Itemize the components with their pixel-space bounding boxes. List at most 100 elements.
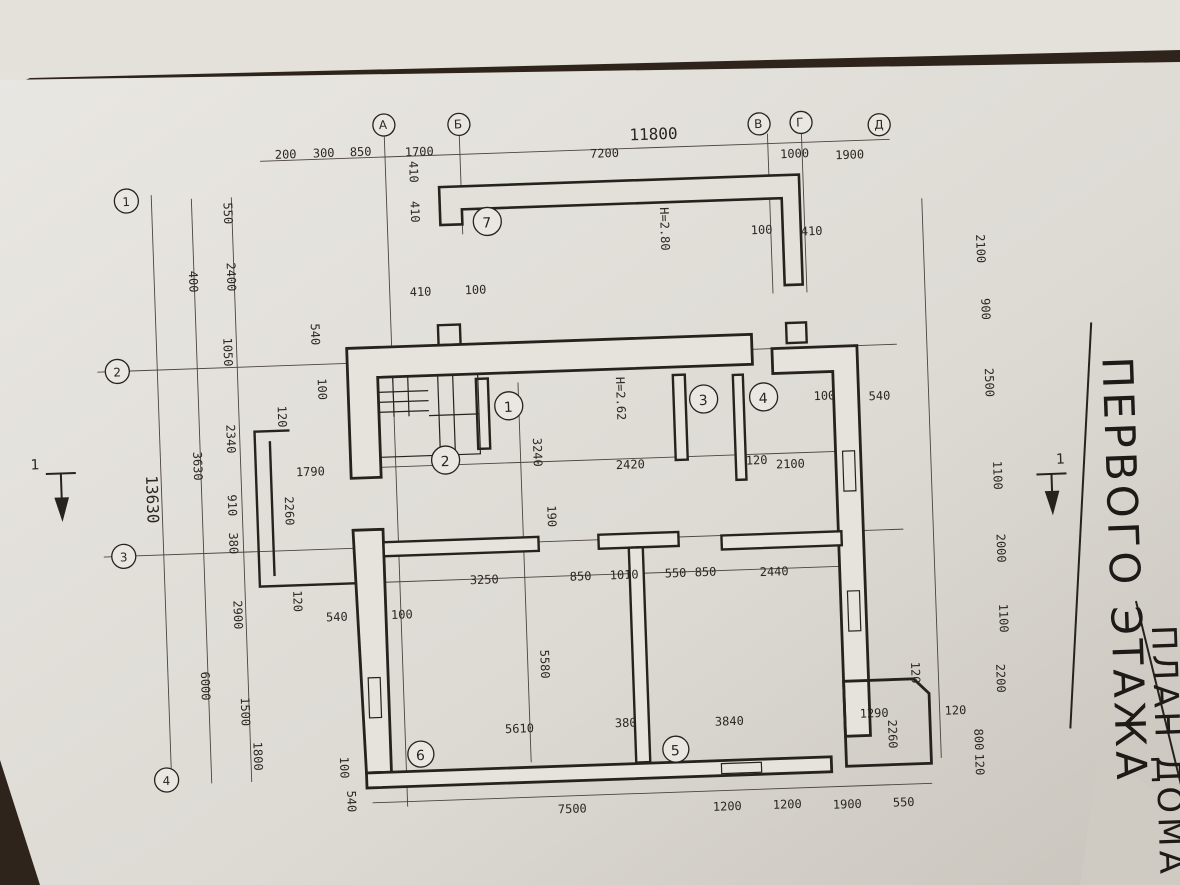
right-dim-2500: 2500 (982, 368, 997, 397)
room-marks (407, 206, 779, 768)
bottom-dim-1200b: 1200 (773, 797, 802, 812)
dimension-lines (97, 132, 942, 807)
axis-2: 2 (113, 365, 121, 379)
bay-dim-120a: 120 (275, 405, 290, 427)
axis-4: 4 (162, 774, 170, 788)
axis-3: 3 (120, 550, 128, 564)
dim-190: 190 (544, 505, 559, 527)
porch-dim-410: 410 (409, 284, 431, 299)
dim-120-r2: 120 (944, 703, 966, 718)
dim-850a: 850 (570, 569, 592, 584)
left-dim-550: 550 (220, 202, 235, 224)
page-fold-shadow (1080, 740, 1180, 885)
section-mark-left-number: 1 (30, 457, 39, 473)
porch-dim-100: 100 (464, 283, 486, 298)
windows (367, 450, 862, 775)
left-dim-2400: 2400 (224, 262, 239, 291)
right-dim-120: 120 (972, 753, 987, 775)
dim-380: 380 (615, 716, 637, 731)
left-dim-6000: 6000 (198, 671, 213, 700)
room-5: 5 (671, 743, 680, 759)
left-dim-400: 400 (186, 271, 201, 293)
dim-540-left: 540 (326, 610, 348, 625)
dim-3250: 3250 (470, 572, 499, 587)
overall-length: 13630 (142, 475, 163, 524)
dim-2260-right: 2260 (885, 719, 900, 748)
top-dim-1700: 1700 (405, 144, 434, 159)
top-dim-300: 300 (313, 146, 335, 161)
porch-post (784, 321, 808, 345)
hall-height: H=2.62 (613, 377, 629, 421)
axis-d: Д (874, 118, 884, 132)
dim-100-left: 100 (391, 607, 413, 622)
left-dim-1800: 1800 (250, 742, 265, 771)
bottom-dim-1900: 1900 (833, 797, 862, 812)
dim-550: 550 (664, 566, 686, 581)
dim-5610: 5610 (505, 721, 534, 736)
right-dim-800: 800 (971, 728, 986, 750)
paper-back-sheet (0, 0, 1180, 90)
bay-dim-2260: 2260 (282, 496, 297, 525)
interior-walls (382, 373, 844, 764)
bottom-dim-7500: 7500 (558, 801, 587, 816)
axis-a: А (379, 118, 388, 132)
room-3: 3 (698, 393, 707, 409)
bottom-dim-1200a: 1200 (713, 799, 742, 814)
section-mark-left (45, 471, 76, 522)
dim-850b: 850 (694, 565, 716, 580)
room-7: 7 (482, 215, 491, 231)
axis-1: 1 (122, 195, 130, 209)
terrace-dim-410b: 410 (408, 201, 423, 223)
section-mark-right-number: 1 (1056, 451, 1065, 467)
room-4: 4 (758, 391, 768, 407)
left-dim-910: 910 (225, 494, 240, 516)
top-dim-200: 200 (275, 147, 297, 162)
top-dim-7200: 7200 (590, 146, 619, 161)
right-dim-1100b: 1100 (996, 603, 1011, 632)
left-dim-100: 100 (337, 757, 352, 779)
axis-marks (104, 110, 891, 793)
left-dim-1500: 1500 (238, 697, 253, 726)
hall-dim-120: 120 (746, 453, 768, 468)
axis-v: В (754, 117, 763, 131)
left-dim-380: 380 (226, 532, 241, 554)
hall-dim-3240: 3240 (530, 438, 545, 467)
title-frame (1069, 322, 1180, 840)
dim-1010: 1010 (609, 567, 638, 582)
axis-b: Б (454, 117, 463, 131)
dim-3840: 3840 (715, 714, 744, 729)
dim-1290: 1290 (859, 706, 888, 721)
dim-100-top: 100 (315, 378, 330, 400)
dim-2440: 2440 (759, 564, 788, 579)
room-6: 6 (416, 748, 426, 764)
top-dim-850: 850 (350, 144, 372, 159)
top-dim-1900: 1900 (835, 147, 864, 162)
room-2: 2 (440, 454, 449, 470)
right-dim-100-inner: 100 (813, 388, 835, 403)
staircase (377, 373, 482, 458)
right-dim-1100a: 1100 (990, 461, 1005, 490)
left-dim-2900: 2900 (230, 600, 245, 629)
left-dim-1050: 1050 (220, 337, 235, 366)
overall-width: 11800 (629, 124, 678, 145)
terrace-dim-100: 100 (751, 223, 773, 238)
terrace-dim-410a: 410 (406, 161, 421, 183)
hall-dim-2420: 2420 (616, 457, 645, 472)
top-dim-1000: 1000 (780, 146, 809, 161)
left-dim-540: 540 (344, 790, 359, 812)
bottom-dim-550: 550 (893, 795, 915, 810)
right-dim-2000: 2000 (994, 533, 1009, 562)
bay-dim-1790: 1790 (296, 464, 325, 479)
hall-dim-2100: 2100 (776, 457, 805, 472)
bay-dim-120b: 120 (290, 590, 305, 612)
terrace-height: H=2.80 (657, 207, 673, 251)
right-dim-900: 900 (978, 298, 993, 320)
bay-window (253, 429, 355, 588)
dim-540-top: 540 (308, 323, 323, 345)
terrace-dim-410c: 410 (801, 224, 823, 239)
right-dim-540-inner: 540 (868, 388, 890, 403)
left-dim-3630: 3630 (190, 451, 205, 480)
dim-5580: 5580 (537, 649, 552, 678)
section-mark-right (1036, 472, 1067, 516)
